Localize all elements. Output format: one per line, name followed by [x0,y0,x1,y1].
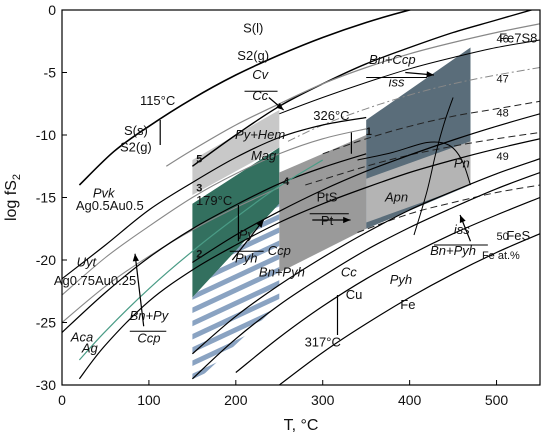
series-line-10 [62,128,367,296]
annotation-label: 2 [196,249,202,261]
decor-layer [129,71,488,335]
annotation-label: 326°C [313,108,349,123]
annotation-label: Fe7S8 [499,31,537,46]
arrow-head [426,71,434,78]
annotation-label: Cv [252,67,269,82]
series-line-16 [191,171,540,380]
annotation-label: Bn+Ccp [369,52,416,67]
annotation-label: Pyh [235,251,257,266]
annotation-label: Pvk [93,186,116,201]
arrow-head [132,253,139,262]
annotation-label: PtS [317,189,338,204]
series-line-8 [357,184,540,233]
annotation-label: Cu [346,287,363,302]
annotation-label: Pn [454,156,470,171]
annotation-label: 47 [497,74,509,86]
annotation-label: 5 [196,154,202,166]
annotation-label: 3 [196,182,202,194]
annotation-label: iss [389,74,405,89]
series-line-4 [279,39,540,115]
annotation-label: S(s) [124,123,148,138]
annotation-label: Py [239,227,256,242]
annotation-label: Bn+Pyh [259,264,305,279]
series-line-15 [192,158,540,355]
series-line-6 [322,100,540,155]
arrow-head [343,216,351,224]
series-layer [62,10,540,385]
annotation-label: Aca [70,329,93,344]
series-line-1 [78,10,413,186]
annotation-label: iss [454,222,470,237]
series-line-19 [192,113,540,264]
annotation-label: Fe [400,297,415,312]
region-gray-strip [366,141,471,223]
x-tick-label: 200 [224,392,248,408]
annotation-label: Uyt [77,254,98,269]
y-tick-label: -10 [36,127,56,143]
y-tick-label: 0 [48,2,56,18]
annotation-label: Ccp [268,243,291,258]
x-tick-label: 500 [485,392,509,408]
series-line-14 [78,138,540,380]
x-axis-title: T, °C [284,417,319,434]
annotation-label: Fe at.% [482,250,520,262]
y-tick-label: -15 [36,190,56,206]
annotation-label: Ag0.75Au0.25 [54,273,136,288]
annotation-label: FeS [506,228,530,243]
series-line-17 [235,196,540,373]
x-tick-label: 300 [311,392,335,408]
annotation-label: Cc [341,264,357,279]
annotation-label: Bn+Pyh [430,243,476,258]
y-tick-label: -25 [36,315,56,331]
arrow-head [256,220,264,228]
annotation-label: 317°C [305,334,341,349]
annotation-label: Apn [384,189,408,204]
axes-layer: 0 100 200 300 400 500 0 -5 -10 -15 -20 -25 -30 T, °C l… [3,2,541,434]
annotation-label: 48 [497,107,509,119]
marker-line [134,253,145,327]
arrow-head [459,215,466,223]
annotation-label: Ccp [137,331,160,346]
annotation-label: S(l) [243,21,263,36]
series-line-7 [305,132,540,186]
annotation-label: 50 [497,231,509,243]
annotation-label: Pyh [390,272,412,287]
annotation-label: 4 [283,176,290,188]
annotations-layer: S(l)S2(g)S(s)S2(g)115°CCvCcBn+Ccpiss326°… [54,21,538,356]
series-line-12 [62,153,367,333]
annotation-label: S2(g) [120,139,152,154]
annotation-label: S2(g) [237,48,269,63]
x-tick-label: 0 [58,392,66,408]
marker-line [231,219,265,261]
annotation-label: Ag [81,341,99,356]
annotation-label: 46 [497,34,509,46]
annotation-label: 115°C [140,93,175,108]
y-tick-label: -30 [36,377,56,393]
region-light-gray [192,110,280,195]
annotation-label: Cc [252,88,268,103]
annotation-label: 179°C [196,193,232,208]
annotation-label: 1 [366,126,372,138]
arrow-head [275,102,284,110]
x-tick-label: 100 [137,392,161,408]
annotation-label: 49 [497,151,509,163]
x-tick-label: 400 [398,392,422,408]
region-teal [192,147,280,298]
annotation-label: Bn+Py [130,308,170,323]
series-line-13 [78,159,324,361]
annotation-label: Py+Hem [235,127,285,142]
region-hatched [192,203,280,385]
annotation-label: Ag0.5Au0.5 [76,198,144,213]
series-line-18 [278,233,540,385]
annotation-label: Mag [251,148,277,163]
annotation-label: Pt [321,213,334,228]
series-line-9 [62,116,367,280]
series-line-21 [413,97,454,236]
y-axis-title: log fS2 [3,174,23,221]
series-line-2 [191,10,534,167]
y-tick-label: -20 [36,252,56,268]
y-tick-label: -5 [44,65,57,81]
series-line-3 [165,23,540,167]
